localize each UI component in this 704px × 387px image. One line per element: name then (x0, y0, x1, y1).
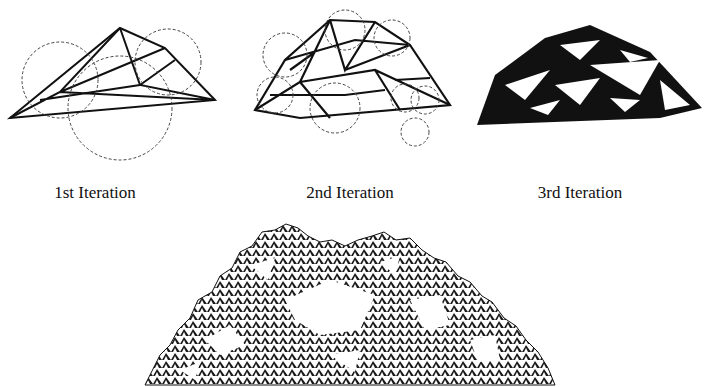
fractal-landscape (145, 224, 555, 385)
iteration-caption: 3rd Iteration (538, 183, 623, 203)
iteration-caption: 1st Iteration (54, 183, 136, 203)
iteration-caption: 2nd Iteration (306, 183, 393, 203)
third-iteration (477, 25, 702, 125)
first-iteration (10, 28, 215, 160)
second-iteration (255, 10, 450, 146)
